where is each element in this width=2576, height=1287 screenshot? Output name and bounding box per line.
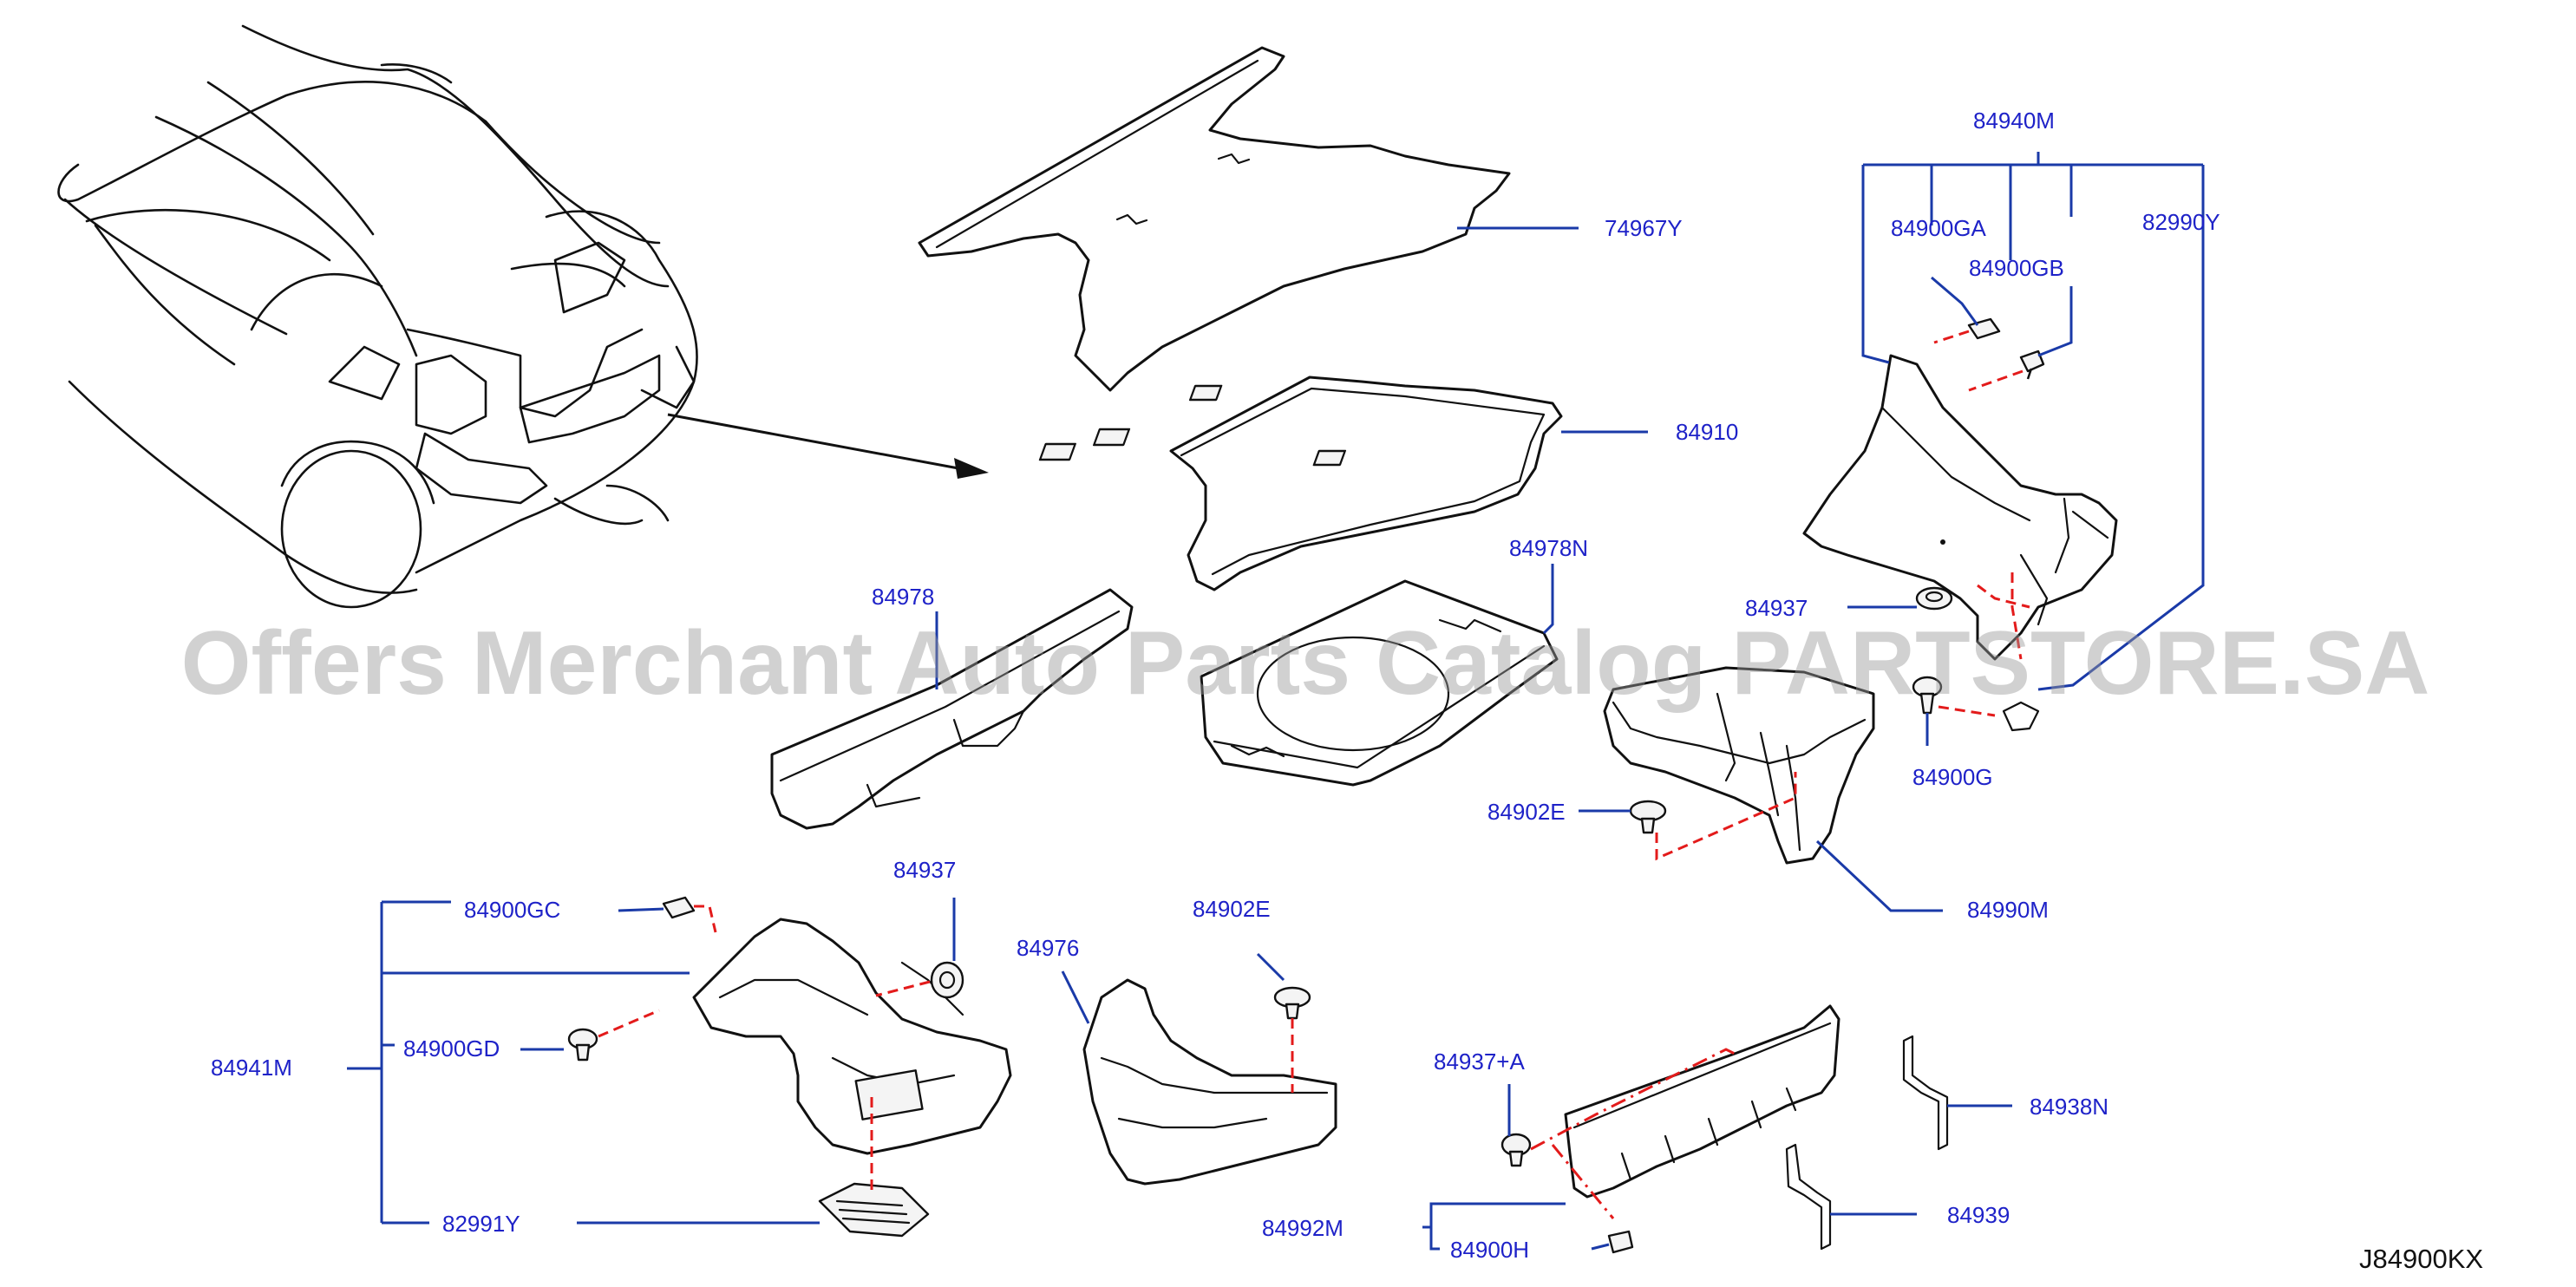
label-84978: 84978 (872, 584, 934, 610)
label-84990m: 84990M (1967, 897, 2049, 923)
label-84900gb: 84900GB (1969, 255, 2064, 281)
label-84941m: 84941M (211, 1055, 292, 1081)
clip-84902e-mid (1273, 986, 1311, 1020)
part-trunk-floor-mat (918, 46, 1511, 392)
clip-84900gc (662, 896, 696, 919)
bracket-84938n (1902, 1035, 1949, 1151)
part-trunk-side-finisher-right (1603, 666, 1875, 865)
label-84940m: 84940M (1973, 108, 2055, 134)
part-grille-82991y (818, 1182, 930, 1238)
label-84910: 84910 (1676, 419, 1738, 445)
clip-84902e-right (1629, 800, 1667, 834)
label-84937-left: 84937 (893, 857, 956, 883)
label-84992m: 84992M (1262, 1215, 1344, 1241)
label-84976: 84976 (1017, 935, 1079, 961)
label-84978n: 84978N (1509, 535, 1588, 561)
label-74967y: 74967Y (1605, 215, 1683, 241)
label-84902e-right: 84902E (1487, 799, 1566, 825)
label-84900ga: 84900GA (1891, 215, 1987, 241)
label-84902e-mid: 84902E (1193, 896, 1271, 922)
label-84900g: 84900G (1912, 764, 1993, 790)
watermark-text: Offers Merchant Auto Parts Catalog PARTS… (181, 613, 2430, 714)
label-84938n: 84938N (2030, 1094, 2109, 1120)
part-trunk-side-finisher-upper-right (1802, 354, 2118, 732)
clip-84937a (1500, 1133, 1532, 1167)
label-84900gc: 84900GC (464, 897, 560, 923)
part-trunk-side-lower-trim (1082, 978, 1337, 1186)
grommet-84937-left (930, 961, 964, 999)
part-rear-panel-finisher (770, 588, 1134, 830)
location-arrow (667, 413, 989, 479)
part-trunk-side-finisher-left (692, 918, 1012, 1155)
grommet-84937-right (1915, 586, 1953, 611)
diagram-reference-code: J84900KX (2359, 1244, 2483, 1274)
bracket-84939 (1785, 1143, 1832, 1251)
assembly-lines (598, 330, 2030, 1219)
clip-84900h (1607, 1230, 1634, 1254)
leader-lines (347, 152, 2205, 1251)
part-trunk-floor-tray (1038, 376, 1563, 591)
label-82990y: 82990Y (2142, 209, 2220, 235)
clip-84900gb (2019, 350, 2045, 380)
label-84937a: 84937+A (1434, 1049, 1525, 1075)
vehicle-rear-illustration (57, 24, 698, 609)
clip-84900ga (1967, 317, 2001, 340)
label-82991y: 82991Y (442, 1211, 520, 1237)
label-84939: 84939 (1947, 1202, 2010, 1228)
part-labels: 74967Y 84910 84978 84978N 84940M 84900GA… (211, 108, 2220, 1263)
clip-84900gd (567, 1028, 598, 1062)
clip-84900g (1912, 676, 1943, 715)
label-84900gd: 84900GD (403, 1035, 500, 1062)
label-84937-right: 84937 (1745, 595, 1808, 621)
part-trunk-rear-plate (1564, 1004, 1840, 1199)
label-84900h: 84900H (1450, 1237, 1529, 1263)
